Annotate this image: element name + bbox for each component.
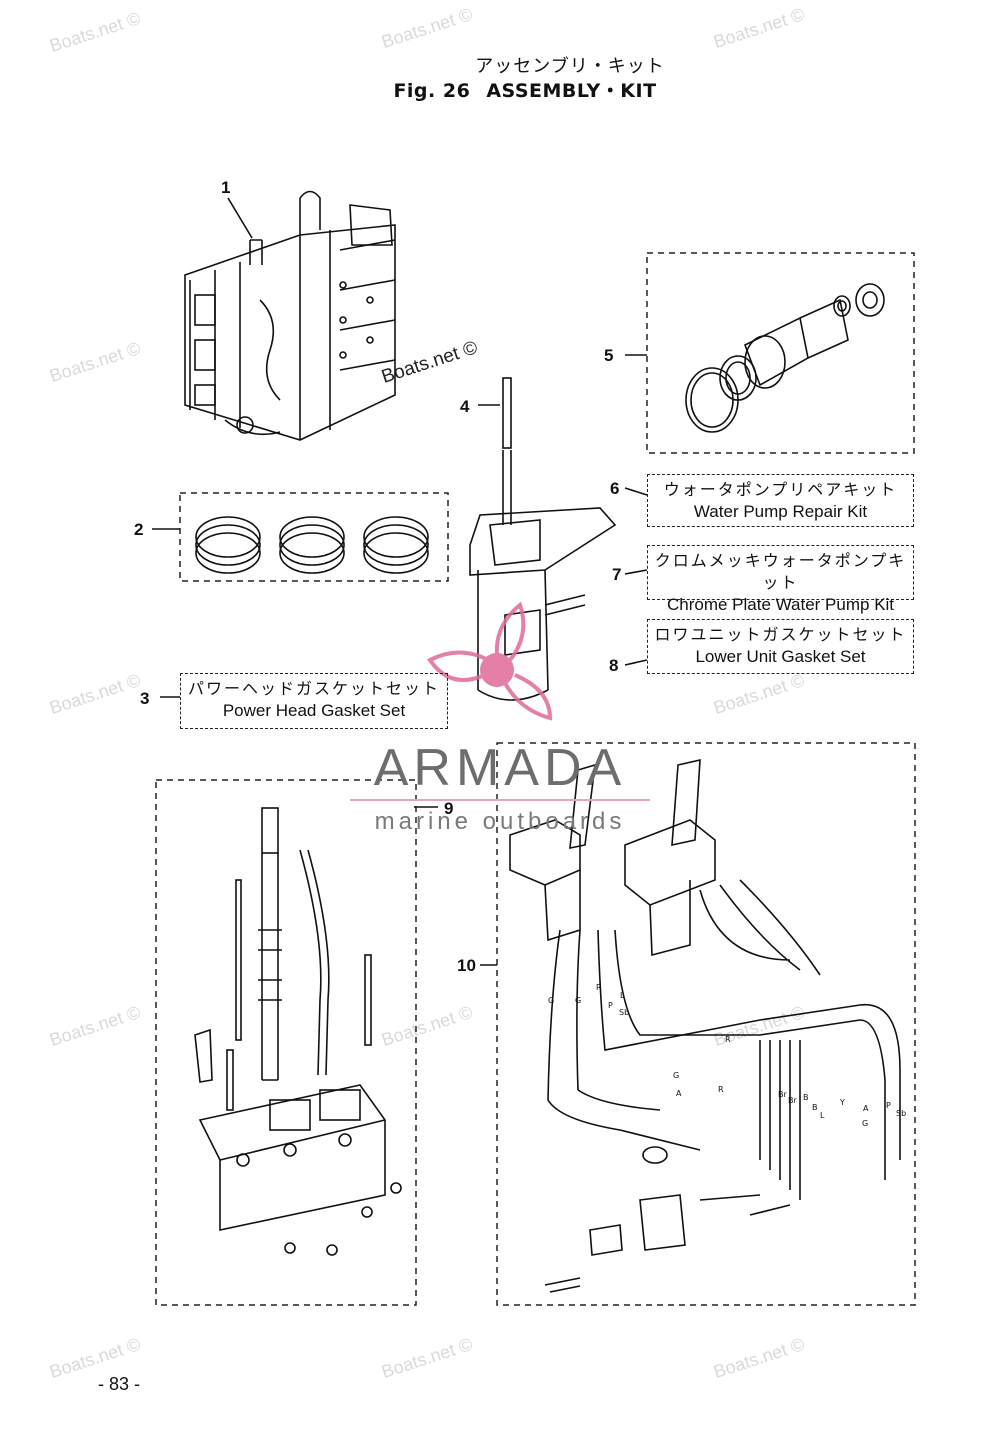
wire-code: R <box>718 1085 724 1094</box>
wire-code: L <box>620 991 625 1000</box>
callout-number: 8 <box>609 656 619 675</box>
callout-number: 7 <box>612 565 622 584</box>
power-head-gasket-set-label: パワーヘッドガスケットセット Power Head Gasket Set <box>180 673 448 729</box>
wire-code: Br <box>788 1096 797 1105</box>
callout-number: 10 <box>457 956 476 975</box>
chrome-plate-water-pump-kit-label: クロムメッキウォータポンプキット Chrome Plate Water Pump… <box>647 545 914 614</box>
wire-code: Sb <box>896 1109 906 1118</box>
brand-name: ARMADA <box>373 739 627 797</box>
callout-number: 2 <box>134 520 144 539</box>
callout-number: 3 <box>140 689 150 708</box>
wire-code: B <box>812 1103 818 1112</box>
drive-shaft-kit-box <box>155 779 417 1306</box>
brand-tagline: marine outboards <box>374 808 626 835</box>
leader-line <box>624 487 648 496</box>
kit-name-en: Water Pump Repair Kit <box>693 502 868 521</box>
leader-line <box>227 197 253 239</box>
kit-name-jp: ロワユニットガスケットセット <box>654 625 907 644</box>
wire-codes: G G R P L Sb G A R R Br Br B B Y L G A P… <box>548 983 906 1128</box>
wire-code: A <box>676 1089 682 1098</box>
wire-code: A <box>863 1104 869 1113</box>
remote-control-kit-box <box>496 742 916 1306</box>
wire-code: P <box>886 1101 891 1110</box>
stud-illustration <box>502 377 512 449</box>
water-pump-kit-box <box>646 252 915 454</box>
figure-title: Fig. 26 ASSEMBLY・KIT <box>0 76 1000 103</box>
kit-name-jp: ウォータポンプリペアキット <box>663 480 898 499</box>
wire-code: G <box>575 996 581 1005</box>
wire-code: Y <box>839 1098 845 1107</box>
kit-name-en: Power Head Gasket Set <box>222 701 406 720</box>
power-head-illustration <box>184 190 396 441</box>
wire-code: G <box>862 1119 868 1128</box>
callout-number: 6 <box>610 479 620 498</box>
callout-number: 9 <box>444 799 454 818</box>
callout-number: 5 <box>604 346 614 365</box>
piston-rings-box <box>179 492 449 582</box>
propeller-logo <box>427 601 553 721</box>
wire-code: R <box>725 1035 731 1044</box>
kit-name-jp: パワーヘッドガスケットセット <box>187 679 440 698</box>
kit-name-jp: クロムメッキウォータポンプキット <box>654 551 907 592</box>
lower-unit-gasket-set-label: ロワユニットガスケットセット Lower Unit Gasket Set <box>647 619 914 674</box>
remote-control-illustration <box>509 758 901 1293</box>
wire-code: Sb <box>619 1008 629 1017</box>
figure-number: Fig. 26 <box>393 80 471 102</box>
figure-title-text: ASSEMBLY・KIT <box>486 80 657 102</box>
water-pump-kit-illustration <box>685 283 885 433</box>
wire-code: R <box>596 983 602 992</box>
drive-shaft-kit-illustration <box>194 807 402 1256</box>
wire-code: B <box>803 1093 809 1102</box>
wire-code: G <box>673 1071 679 1080</box>
wire-code: P <box>608 1001 613 1010</box>
water-pump-repair-kit-label: ウォータポンプリペアキット Water Pump Repair Kit <box>647 474 914 527</box>
lower-unit-illustration <box>469 450 617 701</box>
callout-number: 4 <box>460 397 470 416</box>
wire-code: L <box>820 1111 825 1120</box>
leader-line <box>624 659 648 666</box>
kit-name-en: Chrome Plate Water Pump Kit <box>666 595 895 614</box>
wire-code: G <box>548 996 554 1005</box>
piston-rings-illustration <box>195 516 429 574</box>
page-number: - 83 - <box>98 1374 141 1394</box>
title-japanese: アッセンブリ・キット <box>475 56 665 77</box>
leader-line <box>624 569 648 575</box>
callout-number: 1 <box>221 178 231 197</box>
wire-code: Br <box>778 1090 787 1099</box>
kit-name-en: Lower Unit Gasket Set <box>695 647 866 666</box>
